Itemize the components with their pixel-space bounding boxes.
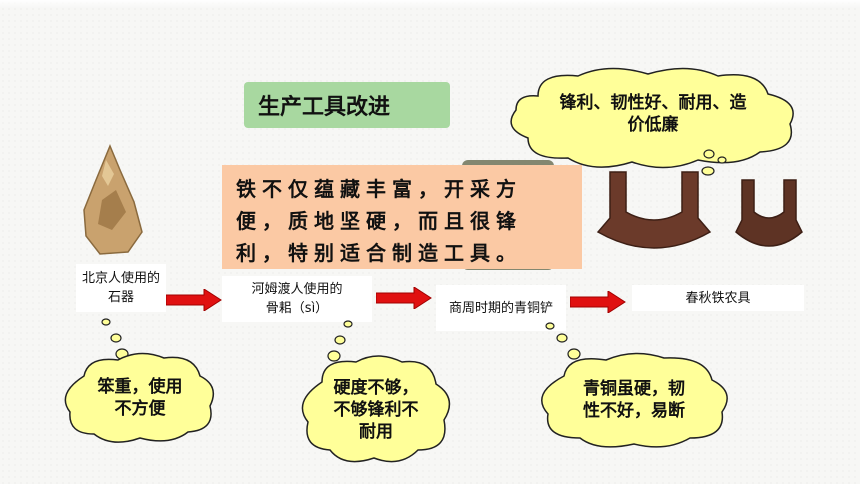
stage-label-iron: 春秋铁农具 <box>632 285 804 311</box>
arrow-bone-to-bronze <box>376 287 432 309</box>
iron-tool-image-large <box>596 171 712 249</box>
thought-cloud-iron: 锋利、韧性好、耐用、造价低廉 <box>498 66 808 176</box>
thought-cloud-bone: 硬度不够，不够锋利不耐用 <box>296 352 456 468</box>
iron-tool-image-small <box>735 179 803 247</box>
cloud-text-bone: 硬度不够，不够锋利不耐用 <box>333 378 419 442</box>
thought-bubble-dots-bronze <box>545 322 581 360</box>
cloud-text-bronze: 青铜虽硬，韧性不好，易断 <box>583 379 685 421</box>
stage-label-stone: 北京人使用的石器 <box>76 264 166 312</box>
stage-label-bronze: 商周时期的青铜铲 <box>436 285 566 331</box>
cloud-text-stone: 笨重，使用不方便 <box>97 377 183 419</box>
thought-cloud-stone: 笨重，使用不方便 <box>60 350 220 446</box>
iron-advantage-note: 铁不仅蕴藏丰富，开采方便，质地坚硬，而且很锋利，特别适合制造工具。 <box>222 165 582 269</box>
arrow-stone-to-bone <box>166 289 222 311</box>
top-edge <box>0 0 860 8</box>
stone-tool-image <box>83 144 143 255</box>
slide-title: 生产工具改进 <box>244 82 450 128</box>
thought-bubble-dots-iron <box>703 149 727 164</box>
thought-bubble-dots-bone <box>327 320 353 362</box>
arrow-bronze-to-iron <box>570 291 626 313</box>
stage-label-bone: 河姆渡人使用的骨耜（sì） <box>222 276 372 322</box>
cloud-text-iron: 锋利、韧性好、耐用、造价低廉 <box>559 93 747 135</box>
thought-cloud-bronze: 青铜虽硬，韧性不好，易断 <box>534 350 734 450</box>
